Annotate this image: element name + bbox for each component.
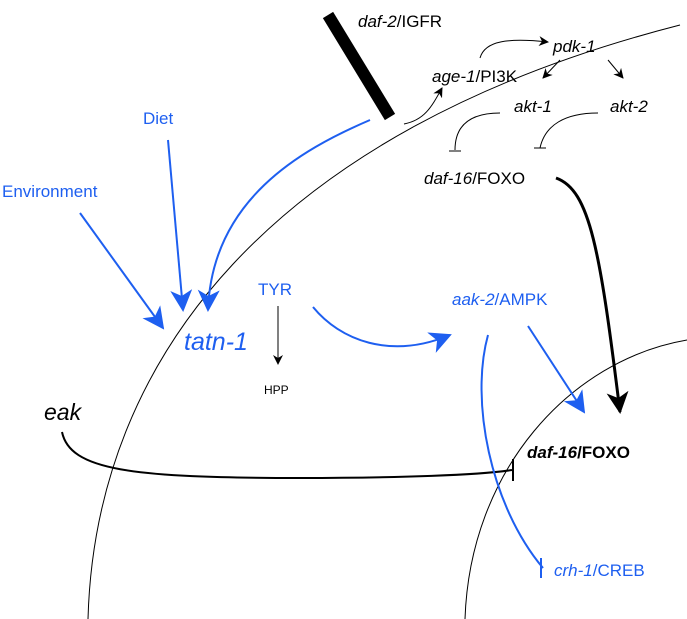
label-aak2-ampk: aak-2/AMPK	[452, 290, 548, 309]
label-environment: Environment	[2, 182, 98, 201]
label-akt1: akt-1	[514, 97, 552, 116]
cell-membrane-arc	[87, 24, 681, 619]
label-daf16-foxo-nucleus: daf-16/FOXO	[527, 443, 630, 462]
arrow-environment-to-tatn1	[79, 212, 165, 330]
label-age1-pi3k: age-1/PI3K	[432, 67, 518, 86]
inhibition-aak2-to-crh1	[480, 334, 544, 569]
label-hpp: HPP	[264, 383, 289, 397]
arrow-age1-to-pdk1	[479, 36, 549, 59]
daf2-receptor-bar	[322, 11, 396, 121]
inhibition-akt2-to-daf16	[539, 112, 599, 149]
label-diet: Diet	[143, 109, 174, 128]
label-daf16-foxo-cytoplasm: daf-16/FOXO	[424, 169, 525, 188]
nucleus-membrane-arc	[464, 339, 687, 619]
arrow-pdk1-to-akt1	[542, 59, 561, 79]
label-crh1-creb: crh-1/CREB	[554, 561, 645, 580]
label-akt2: akt-2	[610, 97, 648, 116]
label-pdk1: pdk-1	[552, 37, 596, 56]
label-daf2-igfr: daf-2/IGFR	[358, 12, 442, 31]
arrow-aak2-to-daf16	[527, 325, 586, 414]
inhibition-eak-to-daf16	[61, 431, 513, 480]
label-tyr: TYR	[258, 280, 292, 299]
arrow-diet-to-tatn1	[167, 139, 193, 312]
arrow-daf2-to-age1	[403, 87, 443, 125]
arrow-pdk1-to-akt2	[607, 59, 624, 79]
label-tatn1: tatn-1	[184, 328, 248, 356]
arrow-daf2-to-tatn1	[197, 119, 371, 312]
arrow-daf16-to-nucleus	[555, 176, 629, 414]
inhibition-akt1-to-daf16	[454, 112, 501, 151]
label-eak: eak	[44, 399, 83, 425]
arrow-tyr-to-aak2	[312, 306, 452, 353]
